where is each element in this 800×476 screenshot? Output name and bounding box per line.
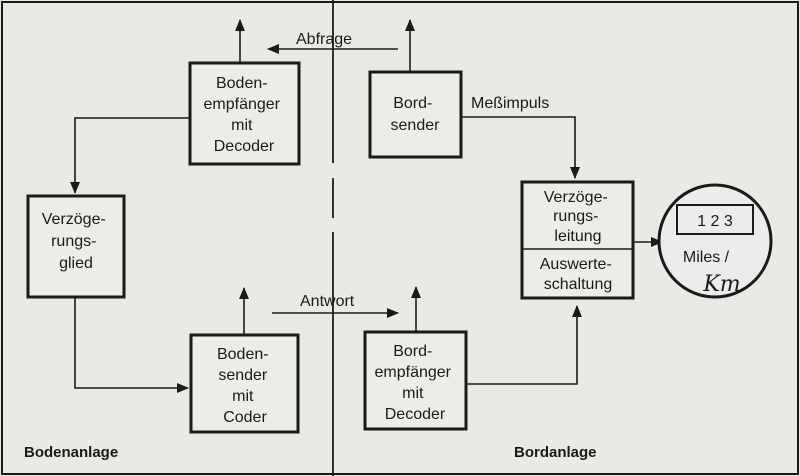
distance-display: 1 2 3 Miles / Km [657, 183, 773, 299]
delay-element-label: Verzöge- rungs- glied [42, 211, 111, 272]
answer-label: Antwort [300, 293, 355, 310]
display-window [676, 204, 754, 235]
pulse-label: Meßimpuls [471, 95, 549, 112]
board-transmitter-box [368, 70, 463, 159]
connectors [70, 19, 663, 393]
board-section-label: Bordanlage [514, 444, 597, 461]
evaluation-circuit-label: Auswerte- schaltung [540, 256, 616, 293]
connector-receiver-to-delay [70, 117, 190, 194]
connector-delay-to-transmitter [74, 297, 189, 393]
display-unit-km: Km [702, 272, 740, 297]
delay-element-box [26, 194, 126, 299]
ground-section-label: Bodenanlage [24, 444, 118, 461]
display-unit-miles: Miles / [683, 249, 730, 266]
board-transmitter-label: Bord- sender [391, 95, 441, 134]
board-receiver-label: Bord- empfänger mit Decoder [375, 343, 456, 423]
display-digits: 1 2 3 [697, 213, 733, 230]
ground-receiver-box [188, 61, 301, 166]
ground-transmitter-label: Boden- sender mit Coder [217, 346, 273, 426]
ground-receiver-label: Boden- empfänger mit Decoder [204, 75, 285, 155]
query-label: Abfrage [296, 31, 352, 48]
delay-line-evaluation-box [520, 180, 635, 300]
connector-pulse-to-delay-line [461, 116, 580, 179]
ground-transmitter-box [189, 333, 300, 434]
delay-line-label: Verzöge- rungs- leitung [544, 189, 613, 245]
connector-receiver-to-evaluation [466, 305, 582, 385]
board-receiver-box [363, 330, 468, 431]
